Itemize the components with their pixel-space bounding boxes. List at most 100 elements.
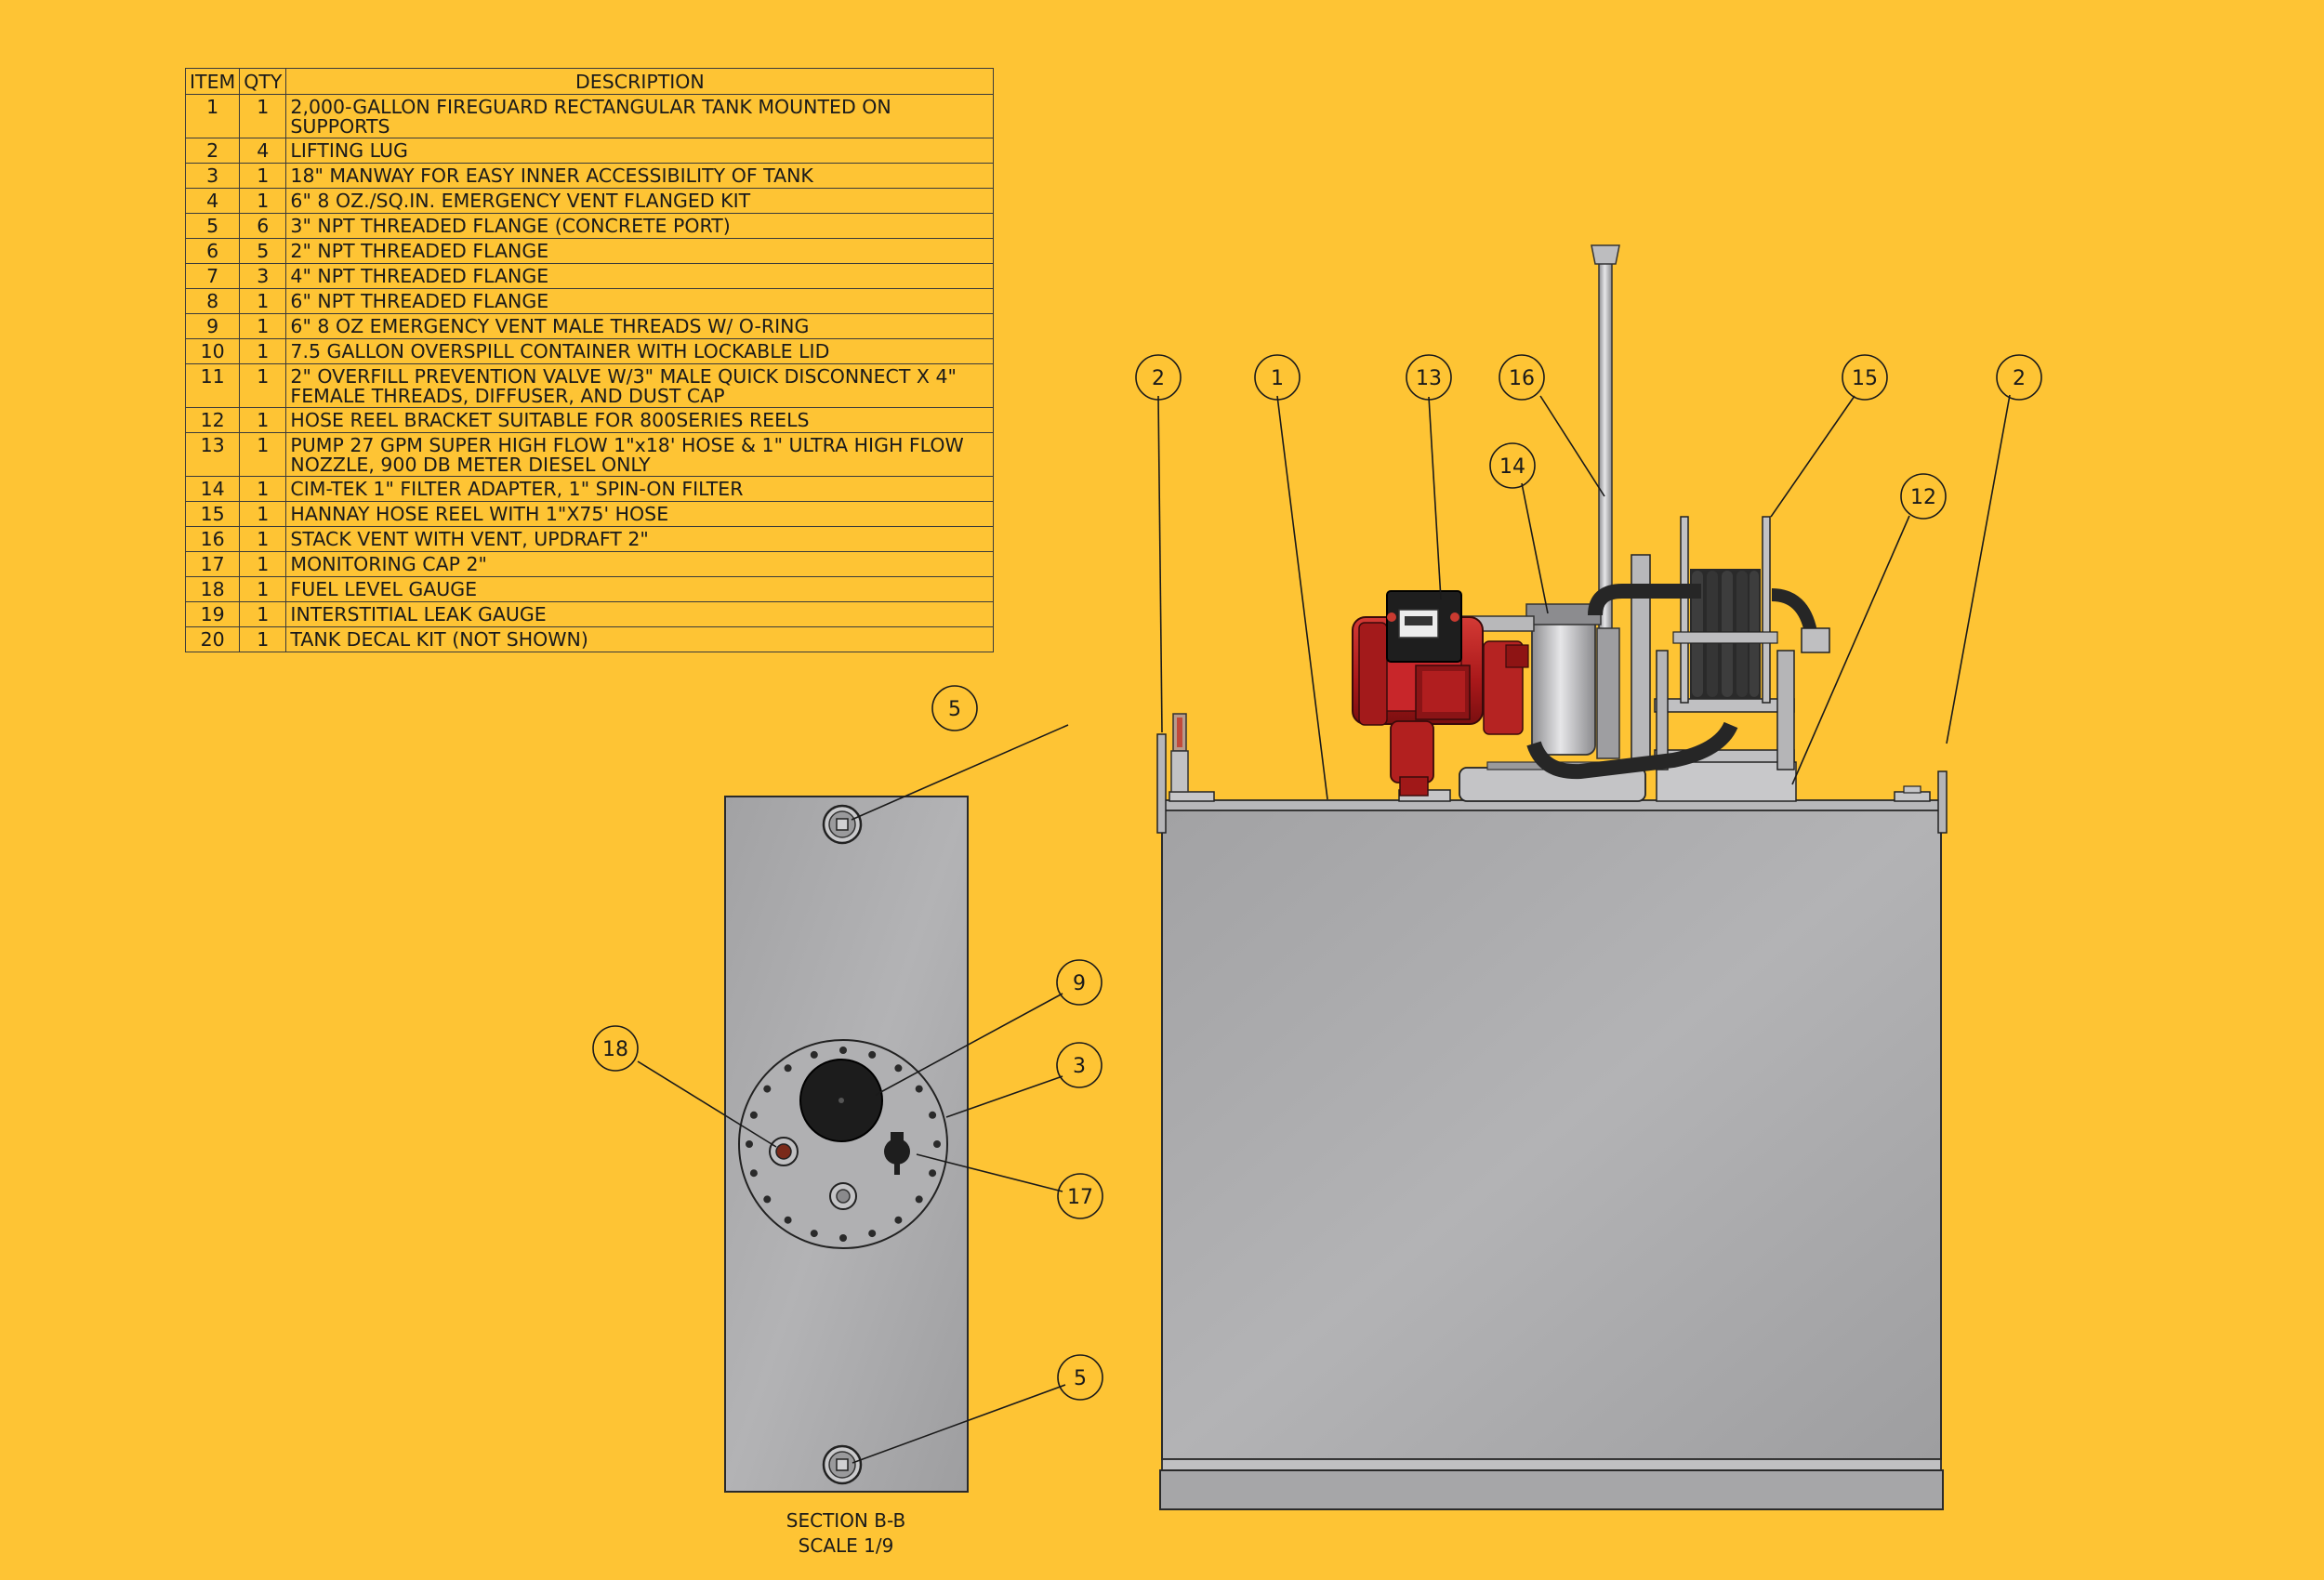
balloon-1: 1 (1254, 354, 1301, 401)
bom-qty-cell: 4 (239, 138, 287, 164)
bom-item-cell: 14 (184, 476, 241, 502)
manway-bolt (746, 1140, 753, 1148)
pump (1352, 590, 1529, 797)
bom-item-cell: 7 (184, 263, 241, 289)
balloon-5-bottom: 5 (1057, 1354, 1103, 1401)
balloon-label: 15 (1852, 367, 1878, 390)
manway-bolt (868, 1230, 877, 1238)
manway-bolt (763, 1085, 772, 1093)
interstitial-leak-gauge (1170, 713, 1189, 793)
bom-item-cell: 12 (184, 407, 241, 433)
bom-qty-cell: 1 (239, 626, 287, 652)
manway-bolt (763, 1195, 772, 1204)
bom-qty-cell: 1 (239, 601, 287, 627)
balloon-label: 17 (1067, 1186, 1093, 1209)
balloon-2-left: 2 (1135, 354, 1182, 401)
bom-item-cell: 1 (184, 94, 241, 138)
monitoring-cap (884, 1132, 910, 1175)
balloon-17: 17 (1057, 1173, 1103, 1219)
manway-bolt (810, 1050, 818, 1059)
balloon-label: 13 (1416, 367, 1442, 390)
manway-bolt (784, 1064, 792, 1073)
bom-description-cell: 18" MANWAY FOR EASY INNER ACCESSIBILITY … (285, 163, 995, 189)
balloon-3: 3 (1056, 1042, 1103, 1088)
bom-description-cell: 2" NPT THREADED FLANGE (285, 238, 995, 264)
balloon-label: 18 (602, 1038, 628, 1061)
manway-bolt (915, 1085, 923, 1093)
bom-qty-cell: 1 (239, 94, 287, 138)
bom-description-cell: 2" OVERFILL PREVENTION VALVE W/3" MALE Q… (285, 363, 995, 408)
balloon-16: 16 (1499, 354, 1545, 401)
section-scale: SCALE 1/9 (799, 1534, 894, 1557)
small-port (829, 1182, 857, 1210)
bom-description-cell: 2,000-GALLON FIREGUARD RECTANGULAR TANK … (285, 94, 995, 138)
manway-bolt (784, 1216, 792, 1224)
section-view-tank (724, 796, 969, 1493)
balloon-label: 2 (1152, 367, 1165, 390)
bom-header-qty: QTY (239, 68, 287, 95)
bom-item-cell: 6 (184, 238, 241, 264)
balloon-label: 12 (1910, 486, 1936, 509)
manway-bolt (749, 1169, 758, 1178)
manway-bolt (929, 1111, 937, 1119)
bom-description-cell: MONITORING CAP 2" (285, 551, 995, 577)
bom-qty-cell: 1 (239, 576, 287, 602)
bom-qty-cell: 1 (239, 551, 287, 577)
manway-bolt (933, 1140, 941, 1148)
bom-item-cell: 10 (184, 338, 241, 364)
balloon-label: 9 (1073, 972, 1086, 995)
elevation-view-tank (1156, 244, 1948, 1510)
bom-qty-cell: 1 (239, 407, 287, 433)
bom-qty-cell: 1 (239, 338, 287, 364)
bom-description-cell: HOSE REEL BRACKET SUITABLE FOR 800SERIES… (285, 407, 995, 433)
bom-description-cell: PUMP 27 GPM SUPER HIGH FLOW 1"x18' HOSE … (285, 432, 995, 477)
balloon-5-top: 5 (931, 685, 978, 731)
bom-item-cell: 15 (184, 501, 241, 527)
balloon-18: 18 (592, 1025, 639, 1072)
concrete-port-bottom (822, 1444, 863, 1485)
balloon-13: 13 (1406, 354, 1452, 401)
bom-description-cell: LIFTING LUG (285, 138, 995, 164)
balloon-label: 5 (1074, 1367, 1087, 1390)
pump-meter (1386, 590, 1462, 663)
bom-description-cell: HANNAY HOSE REEL WITH 1"X75' HOSE (285, 501, 995, 527)
lifting-lug-left (1156, 733, 1167, 834)
manway-bolt (839, 1234, 847, 1242)
bom-item-cell: 8 (184, 288, 241, 314)
bom-description-cell: FUEL LEVEL GAUGE (285, 576, 995, 602)
leader-lines (637, 394, 2011, 1464)
manway-bolt (868, 1050, 877, 1059)
balloon-14: 14 (1489, 442, 1536, 489)
manway-bolt (894, 1216, 903, 1224)
bom-item-cell: 3 (184, 163, 241, 189)
bom-qty-cell: 1 (239, 526, 287, 552)
bom-description-cell: 6" 8 OZ EMERGENCY VENT MALE THREADS W/ O… (285, 313, 995, 339)
bom-qty-cell: 6 (239, 213, 287, 239)
bom-qty-cell: 1 (239, 501, 287, 527)
bom-item-cell: 9 (184, 313, 241, 339)
bom-description-cell: TANK DECAL KIT (NOT SHOWN) (285, 626, 995, 652)
hose-reel (1672, 516, 1830, 704)
manway (738, 1039, 948, 1249)
bom-description-cell: 7.5 GALLON OVERSPILL CONTAINER WITH LOCK… (285, 338, 995, 364)
manway-bolt (894, 1064, 903, 1073)
bom-item-cell: 5 (184, 213, 241, 239)
manway-bolt (839, 1047, 847, 1054)
manway-bolt (929, 1169, 937, 1178)
bom-description-cell: 6" NPT THREADED FLANGE (285, 288, 995, 314)
manway-bolt (810, 1230, 818, 1238)
